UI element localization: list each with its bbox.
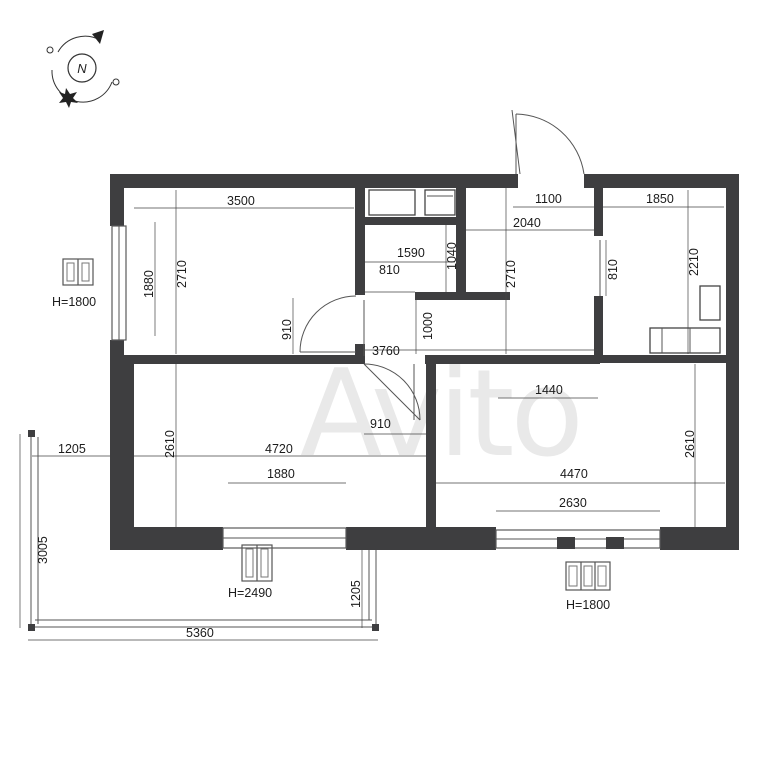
dim-810b: 810 [606,259,620,280]
dim-1000: 1000 [421,312,435,340]
window-icon-left [62,258,94,286]
dim-1100: 1100 [535,192,562,206]
dim-1205b: 1205 [349,580,363,608]
dim-3500: 3500 [227,194,255,208]
dim-2710a: 2710 [175,260,189,288]
dimension-labels: 3500 1100 1850 2040 1590 810 3760 1440 9… [36,192,701,640]
fixtures [368,189,721,354]
window-height-balcony: H=2490 [228,586,272,600]
outer-walls [110,174,739,550]
dim-1040: 1040 [445,242,459,270]
interior-walls [124,188,729,530]
right-window [495,529,661,549]
dim-810a: 810 [379,263,400,277]
dim-3005: 3005 [36,536,50,564]
dim-1440: 1440 [535,383,563,397]
compass-letter: N [77,61,87,76]
dim-2610b: 2610 [683,430,697,458]
window-icon-balcony [241,544,273,582]
balcony-outline [19,430,379,641]
dim-2610a: 2610 [163,430,177,458]
dim-5360: 5360 [186,626,214,640]
window-height-right: H=1800 [566,598,610,612]
dim-1205a: 1205 [58,442,86,456]
dim-4470: 4470 [560,467,588,481]
dim-2040: 2040 [513,216,541,230]
dim-910a: 910 [280,319,294,340]
dim-3760: 3760 [372,344,400,358]
compass-icon: N [46,30,120,108]
window-icon-right [565,561,611,591]
window-height-left: H=1800 [52,295,96,309]
dim-2710b: 2710 [504,260,518,288]
watermark: Avito [300,345,580,484]
sun-icon [59,88,78,108]
dim-1590: 1590 [397,246,425,260]
balcony-door-window [222,527,347,549]
doors [299,109,601,421]
left-window [111,225,127,341]
dimension-lines [32,188,725,527]
dim-1880a: 1880 [142,270,156,298]
dim-910b: 910 [370,417,391,431]
dim-4720: 4720 [265,442,293,456]
dim-2210: 2210 [687,248,701,276]
dim-2630: 2630 [559,496,587,510]
dim-1880b: 1880 [267,467,295,481]
dim-1850: 1850 [646,192,674,206]
